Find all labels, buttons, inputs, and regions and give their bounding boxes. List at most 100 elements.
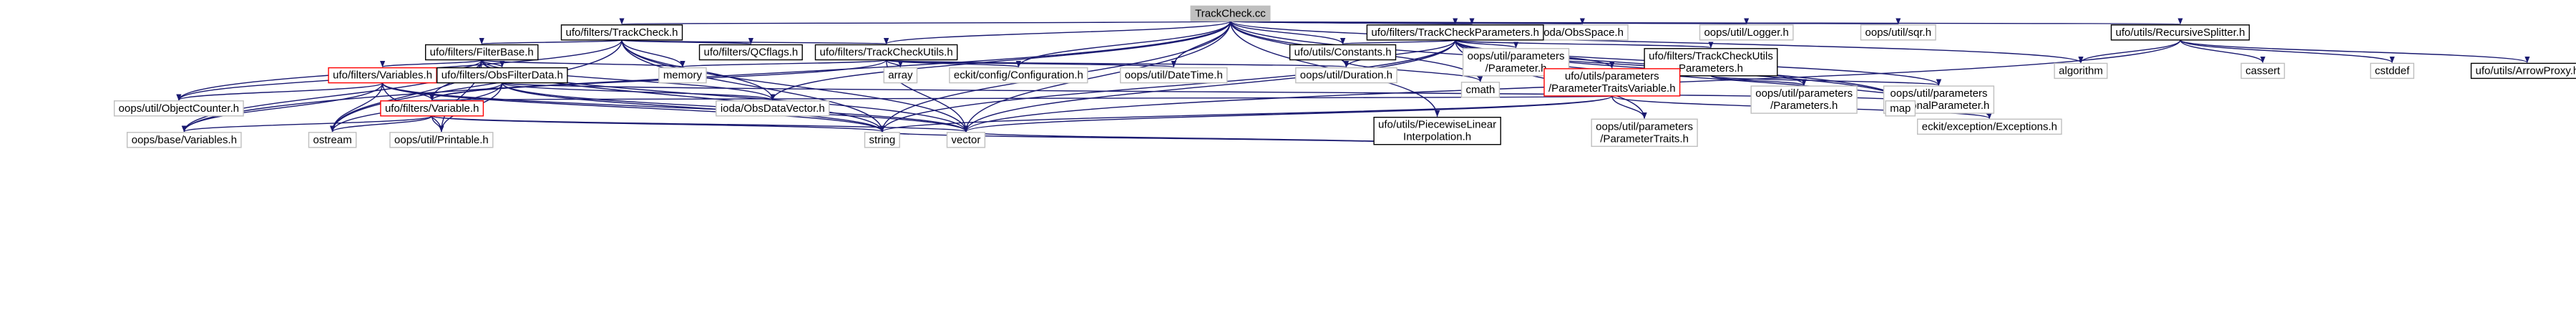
edge-recsplit-to-algorithm <box>2078 39 2181 63</box>
node-label: oops/util/ObjectCounter.h <box>119 102 239 115</box>
node-base-variables[interactable]: oops/base/Variables.h <box>126 132 242 148</box>
edge-obsfilterdata-to-obsdatavector <box>502 82 776 101</box>
node-obsspace[interactable]: ioda/ObsSpace.h <box>1536 24 1629 41</box>
node-datetime[interactable]: oops/util/DateTime.h <box>1120 67 1228 84</box>
node-logger[interactable]: oops/util/Logger.h <box>1699 24 1794 41</box>
edge-tcparams-to-constants <box>1340 37 1456 45</box>
node-variable-h[interactable]: ufo/filters/Variable.h <box>380 100 484 117</box>
node-box <box>1289 44 1397 61</box>
node-label: string <box>869 134 896 146</box>
node-arrowproxy[interactable]: ufo/utils/ArrowProxy.h <box>2470 62 2576 80</box>
node-box <box>126 132 242 148</box>
edge-trackcheck-h-to-tcutils <box>621 37 888 45</box>
node-label: ufo/utils/ArrowProxy.h <box>2476 64 2576 77</box>
node-label: /ParameterTraits.h <box>1600 133 1689 145</box>
node-box <box>560 24 683 41</box>
node-filterbase[interactable]: ufo/filters/FilterBase.h <box>425 44 539 61</box>
node-label: oops/base/Variables.h <box>132 134 237 146</box>
node-ptv[interactable]: ufo/utils/parameters/ParameterTraitsVari… <box>1543 68 1681 97</box>
node-box <box>1190 5 1271 22</box>
node-trackcheck-h[interactable]: ufo/filters/TrackCheck.h <box>560 24 683 41</box>
node-label: ufo/utils/RecursiveSplitter.h <box>2116 27 2245 39</box>
edge-tcuparams-to-opp-optional <box>1710 75 1941 86</box>
edge-filterbase-to-obsdatavector <box>481 59 776 101</box>
edge-tcutils-to-configuration <box>885 59 1021 68</box>
node-array[interactable]: array <box>883 67 918 84</box>
node-box <box>1460 82 1501 98</box>
node-label: map <box>1890 102 1911 115</box>
node-label: vector <box>951 134 980 146</box>
node-tcutils[interactable]: ufo/filters/TrackCheckUtils.h <box>814 44 958 61</box>
node-box <box>1699 24 1794 41</box>
node-string[interactable]: string <box>864 132 900 148</box>
node-vector[interactable]: vector <box>946 132 986 148</box>
node-memory[interactable]: memory <box>658 67 707 84</box>
edge-variables-h-to-objcounter <box>176 82 384 101</box>
node-obsfilterdata[interactable]: ufo/filters/ObsFilterData.h <box>436 67 568 84</box>
node-cmath[interactable]: cmath <box>1460 82 1501 98</box>
node-variables-h[interactable]: ufo/filters/Variables.h <box>328 67 437 84</box>
node-cassert[interactable]: cassert <box>2240 62 2285 80</box>
edge-obsfilterdata-to-string <box>502 82 885 133</box>
node-cstddef[interactable]: cstddef <box>2370 62 2414 80</box>
node-label: ufo/utils/parameters <box>1565 70 1659 82</box>
node-label: ufo/filters/TrackCheckParameters.h <box>1371 27 1539 39</box>
node-label: ostream <box>313 134 352 146</box>
node-box <box>389 132 494 148</box>
edge-tcuparams-to-opp-parameters <box>1710 75 1807 86</box>
node-label: ufo/filters/ObsFilterData.h <box>441 69 563 82</box>
node-box <box>946 132 986 148</box>
node-box <box>436 67 568 84</box>
node-label: eckit/config/Configuration.h <box>954 69 1083 82</box>
edge-root-to-obsdatavector <box>770 21 1231 101</box>
node-recsplit[interactable]: ufo/utils/RecursiveSplitter.h <box>2110 24 2250 41</box>
node-constants[interactable]: ufo/utils/Constants.h <box>1289 44 1397 61</box>
node-box <box>1860 24 1936 41</box>
node-label: algorithm <box>2059 64 2103 77</box>
node-qcflags[interactable]: ufo/filters/QCflags.h <box>698 44 803 61</box>
edge-root-to-configuration <box>1015 21 1231 68</box>
node-box <box>1591 118 1698 148</box>
node-box <box>1885 100 1916 117</box>
node-box <box>1543 68 1681 97</box>
node-label: ufo/filters/Variables.h <box>333 69 432 82</box>
edge-variables-h-to-string <box>381 82 885 133</box>
edge-recsplit-to-cstddef <box>2180 39 2395 64</box>
node-label: Interpolation.h <box>1403 131 1471 143</box>
node-algorithm[interactable]: algorithm <box>2054 62 2108 80</box>
node-box <box>698 44 803 61</box>
node-configuration[interactable]: eckit/config/Configuration.h <box>949 67 1088 84</box>
node-label: cstddef <box>2375 64 2410 77</box>
edge-root-to-recsplit <box>1229 17 2181 25</box>
node-box <box>2370 62 2414 80</box>
node-objcounter[interactable]: oops/util/ObjectCounter.h <box>113 100 244 117</box>
node-opp-parameters[interactable]: oops/util/parameters/Parameters.h <box>1750 85 1858 114</box>
node-map[interactable]: map <box>1885 100 1916 117</box>
node-exceptions[interactable]: eckit/exception/Exceptions.h <box>1916 118 2062 135</box>
node-box <box>425 44 539 61</box>
edge-filterbase-to-memory <box>481 59 685 68</box>
node-label: oops/util/parameters <box>1755 87 1853 100</box>
edge-trackcheck-h-to-filterbase <box>479 37 623 45</box>
node-tcparams[interactable]: ufo/filters/TrackCheckParameters.h <box>1366 24 1544 41</box>
header-nodes: TrackCheck.ccufo/filters/TrackCheck.huti… <box>113 5 2576 148</box>
node-box <box>658 67 707 84</box>
node-opp-traits[interactable]: oops/util/parameters/ParameterTraits.h <box>1591 118 1698 148</box>
node-label: oops/util/sqr.h <box>1865 27 1932 39</box>
node-obsdatavector[interactable]: ioda/ObsDataVector.h <box>716 100 830 117</box>
node-box <box>883 67 918 84</box>
node-label: ufo/filters/TrackCheck.h <box>566 27 678 39</box>
node-box <box>1120 67 1228 84</box>
node-printable[interactable]: oops/util/Printable.h <box>389 132 494 148</box>
node-box <box>864 132 900 148</box>
edge-tcparams-to-vector <box>963 39 1456 133</box>
node-box <box>113 100 244 117</box>
node-duration[interactable]: oops/util/Duration.h <box>1295 67 1397 84</box>
edge-piecewise-to-vector <box>963 131 1438 145</box>
node-root[interactable]: TrackCheck.cc <box>1190 5 1271 22</box>
node-ostream[interactable]: ostream <box>308 132 357 148</box>
node-box <box>308 132 357 148</box>
node-label: cmath <box>1465 84 1495 96</box>
node-sqr[interactable]: oops/util/sqr.h <box>1860 24 1936 41</box>
